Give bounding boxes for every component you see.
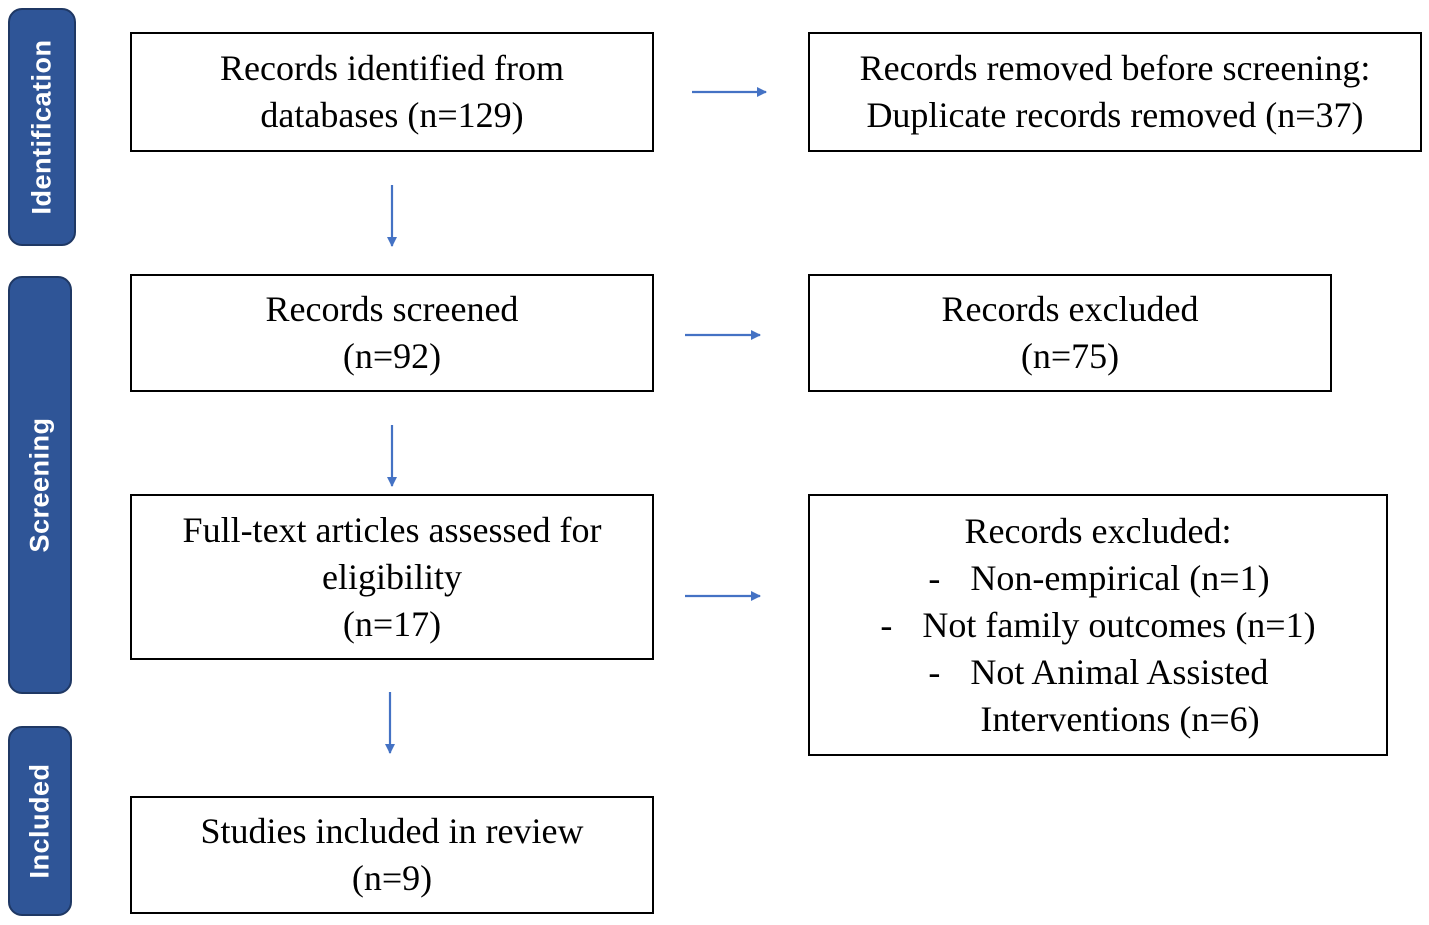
stage-included: Included	[8, 726, 72, 916]
bullet-dash: -	[928, 557, 941, 598]
fulltext-assessed-box: Full-text articles assessed for eligibil…	[130, 494, 654, 660]
exclusion-reason: -Not Animal Assisted	[880, 649, 1315, 696]
bullet-dash: -	[928, 651, 941, 692]
fulltext-assessed-line1: Full-text articles assessed for	[182, 509, 602, 550]
studies-included-line2: (n=9)	[351, 858, 433, 898]
exclusion-reason: -Non-empirical (n=1)	[880, 555, 1315, 602]
fulltext-excluded-heading: Records excluded:	[964, 510, 1232, 551]
records-excluded-line2: (n=75)	[1020, 336, 1120, 376]
records-identified-box: Records identified from databases (n=129…	[130, 32, 654, 152]
fulltext-excluded-box: Records excluded: -Non-empirical (n=1) -…	[808, 494, 1388, 756]
bullet-dash: -	[880, 604, 893, 645]
records-screened-box: Records screened (n=92)	[130, 274, 654, 392]
studies-included-box: Studies included in review (n=9)	[130, 796, 654, 914]
exclusion-reason: -Not family outcomes (n=1)	[880, 602, 1315, 649]
records-identified-line1: Records identified from	[220, 48, 564, 88]
studies-included-line1: Studies included in review	[200, 811, 584, 851]
records-excluded-box: Records excluded (n=75)	[808, 274, 1332, 392]
exclusion-reasons-list: -Non-empirical (n=1) -Not family outcome…	[880, 555, 1315, 743]
fulltext-assessed-line2: eligibility	[322, 556, 462, 597]
records-screened-line2: (n=92)	[342, 336, 442, 376]
records-screened-line1: Records screened	[265, 289, 519, 329]
exclusion-reason-continuation: Interventions (n=6)	[980, 698, 1260, 739]
records-identified-line2: databases (n=129)	[260, 95, 524, 135]
stage-identification: Identification	[8, 8, 76, 246]
records-removed-box: Records removed before screening: Duplic…	[808, 32, 1422, 152]
records-excluded-line1: Records excluded	[941, 289, 1199, 329]
stage-screening: Screening	[8, 276, 72, 694]
records-removed-line1: Records removed before screening:	[859, 48, 1371, 88]
records-removed-line2: Duplicate records removed (n=37)	[866, 95, 1364, 135]
fulltext-assessed-line3: (n=17)	[342, 603, 442, 644]
